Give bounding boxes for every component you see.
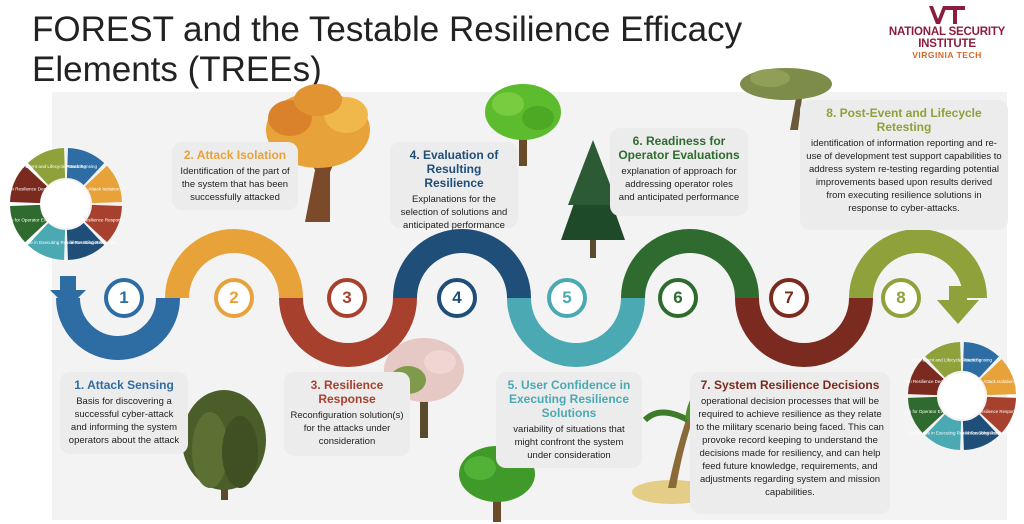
step-title-4: 4. Evaluation of Resulting Resilience (409, 148, 499, 190)
wheel-segment (907, 396, 944, 433)
wheel-segment-label: System Resilience Decisions (8, 186, 58, 191)
wheel-segment-label: Resilience Response (978, 409, 1018, 414)
wheel-segment-label: System Resilience Decisions (906, 379, 955, 384)
road-segment-6 (621, 229, 759, 299)
step-box-4: 4. Evaluation of Resulting Resilience Ex… (390, 142, 518, 231)
step-number-7: 7 (769, 278, 809, 318)
step-number-1: 1 (104, 278, 144, 318)
step-title-5: 5. User Confidence in Executing Resilien… (507, 378, 631, 420)
wheel-segment (962, 341, 999, 378)
step-text-1: Basis for discovering a successful cyber… (68, 396, 180, 446)
step-title-6: 6. Readiness for Operator Evaluations (618, 134, 740, 162)
road-segment-8 (849, 229, 987, 299)
wheel-segment-label: Attack Sensing (66, 164, 97, 169)
vt-logo-icon (929, 6, 965, 24)
logo-line2: VIRGINIA TECH (912, 50, 982, 60)
step-title-2: 2. Attack Isolation (183, 148, 287, 162)
wheel-segment (907, 359, 944, 396)
step-text-4: Explanations for the selection of soluti… (400, 194, 508, 231)
wheel-segment (925, 341, 962, 378)
step-title-3: 3. Resilience Response (310, 378, 384, 406)
step-number-3: 3 (327, 278, 367, 318)
step-text-2: Identification of the part of the system… (180, 166, 290, 203)
road-segment-2 (165, 229, 303, 299)
road-segment-3 (279, 297, 417, 367)
wheel-center (938, 372, 986, 420)
wheel-segment-label: Post-Event and Lifecycle Retesting (912, 357, 981, 362)
step-number-4: 4 (437, 278, 477, 318)
step-text-3: Reconfiguration solution(s) for the atta… (290, 410, 404, 447)
wheel-segment-label: Post-Event and Lifecycle Retesting (15, 164, 87, 169)
wheel-segment-label: User Confidence in Executing Resilience … (906, 431, 997, 436)
wheel-segment (962, 414, 999, 451)
tree-green-round-icon (485, 84, 561, 166)
wheel-segment (85, 165, 122, 204)
wheel-segment (10, 165, 47, 204)
step-number-2: 2 (214, 278, 254, 318)
wheel-segment (27, 223, 66, 260)
step-text-5: variability of situations that might con… (513, 424, 625, 461)
step-number-5: 5 (547, 278, 587, 318)
step-title-8: 8. Post-Event and Lifecycle Retesting (826, 106, 982, 134)
step-box-8: 8. Post-Event and Lifecycle Retesting id… (800, 100, 1008, 230)
step-box-6: 6. Readiness for Operator Evaluations ex… (610, 128, 748, 216)
wheel-segment-label: Evaluation of Resulting Resilience (47, 240, 117, 245)
page-title: FOREST and the Testable Resilience Effic… (32, 10, 743, 89)
wheel-segment-label: Attack Isolation (88, 186, 120, 191)
wheel-segment (66, 148, 105, 185)
step-box-2: 2. Attack Isolation Identification of th… (172, 142, 298, 210)
step-number-6: 6 (658, 278, 698, 318)
road-segment-7 (735, 297, 873, 367)
wheel-segment (66, 223, 105, 260)
logo-line1: NATIONAL SECURITY INSTITUTE (888, 26, 1006, 50)
tree-weeping-willow-icon (182, 390, 266, 500)
step-number-8: 8 (881, 278, 921, 318)
wheel-segment (27, 148, 66, 185)
tree-acacia-icon (740, 68, 832, 130)
step-title-7: 7. System Resilience Decisions (700, 378, 880, 392)
step-box-1: 1. Attack Sensing Basis for discovering … (60, 372, 188, 454)
step-title-1: 1. Attack Sensing (74, 378, 174, 392)
wheel-segment-label: Evaluation of Resulting Resilience (944, 431, 1012, 436)
wheel-segment (980, 359, 1017, 396)
wheel-segment (925, 414, 962, 451)
tree-pine-icon (561, 140, 625, 258)
step-box-7: 7. System Resilience Decisions operation… (690, 372, 890, 514)
step-text-8: identification of information reporting … (806, 138, 1002, 214)
wheel-center (42, 180, 90, 228)
wheel-segment-label: Readiness for Operator Evaluations (8, 218, 65, 223)
wheel-segment (10, 204, 47, 243)
wheel-segment-label: Attack Sensing (962, 357, 992, 362)
start-arrow-icon (50, 276, 86, 308)
road-segment-5 (507, 297, 645, 367)
wheel-segment-label: Resilience Response (82, 218, 124, 223)
wheel-segment-label: Attack Isolation (984, 379, 1015, 384)
road-segment-4 (393, 229, 531, 299)
vt-nsi-logo: NATIONAL SECURITY INSTITUTE VIRGINIA TEC… (874, 4, 1020, 60)
road-segment-1 (56, 297, 180, 360)
end-arrow-icon (937, 286, 979, 324)
step-box-5: 5. User Confidence in Executing Resilien… (496, 372, 642, 468)
winding-road (56, 229, 987, 367)
wheel-segment-label: User Confidence in Executing Resilience … (8, 240, 103, 245)
wheel-segment (85, 204, 122, 243)
step-text-6: explanation of approach for addressing o… (618, 166, 740, 203)
step-text-7: operational decision processes that will… (696, 396, 884, 498)
step-box-3: 3. Resilience Response Reconfiguration s… (284, 372, 410, 456)
wheel-segment (980, 396, 1017, 433)
wheel-segment-label: Readiness for Operator Evaluations (906, 409, 961, 414)
